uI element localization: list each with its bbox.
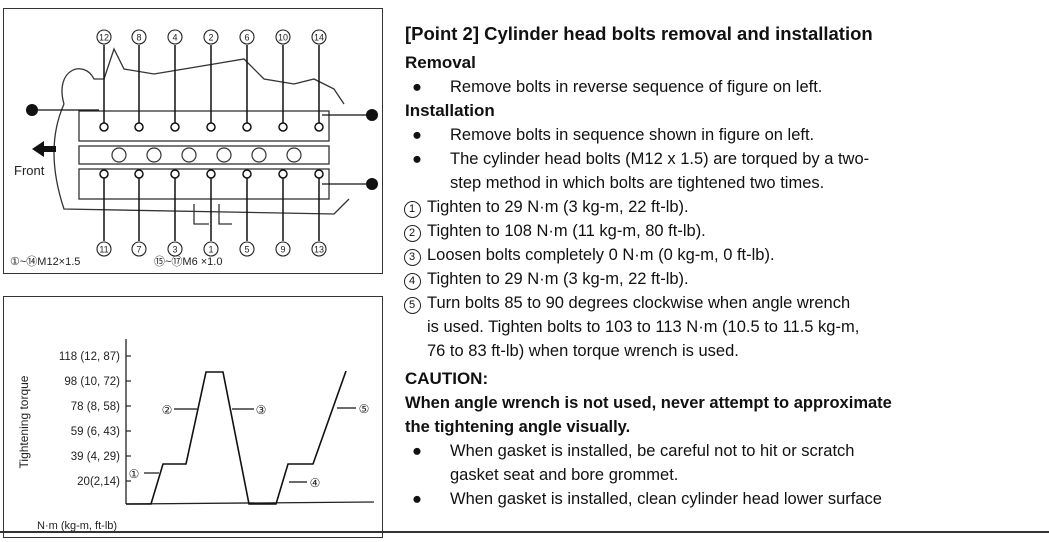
step-text: 76 to 83 ft-lb) when torque wrench is us… — [427, 342, 739, 360]
cylinder-head-diagram: 12 8 4 2 6 10 14 11 7 3 1 5 9 13 Front ①~⑭M12×1.5 ⑮~… — [10, 29, 378, 268]
bolt-number: 4 — [172, 33, 177, 43]
bullet-text: When gasket is installed, clean cylinder… — [450, 490, 882, 508]
y-tick-label: 39 (4, 29) — [71, 451, 120, 463]
bolt-marker — [170, 122, 180, 132]
step-item: 1 Tighten to 29 N·m (3 kg-m, 22 ft-lb). — [403, 195, 1045, 219]
removal-heading: Removal — [405, 53, 476, 72]
bolt-number: 2 — [208, 33, 213, 43]
bullet-text: The cylinder head bolts (M12 x 1.5) are … — [450, 150, 870, 168]
list-item: ● Remove bolts in reverse sequence of fig… — [405, 75, 1045, 99]
bullet-icon: ● — [412, 78, 422, 96]
page-title: [Point 2] Cylinder head bolts removal an… — [405, 23, 873, 44]
bolt-number: 9 — [280, 245, 285, 255]
step-label-1: ① — [129, 467, 140, 481]
legend-m12: ①~⑭M12×1.5 — [10, 255, 80, 268]
bolt-marker — [134, 169, 144, 179]
bolt-marker — [278, 169, 288, 179]
step-item: 2 Tighten to 108 N·m (11 kg-m, 80 ft-lb). — [403, 219, 1045, 243]
front-arrow-icon — [32, 141, 56, 157]
step-number: 2 — [403, 225, 421, 242]
bolt-number: 3 — [172, 245, 177, 255]
bolt-number: 10 — [278, 33, 288, 43]
bolt-marker — [242, 169, 252, 179]
step-number: 1 — [403, 201, 421, 218]
bolt-15-marker — [26, 104, 38, 116]
bullet-icon: ● — [412, 442, 422, 460]
list-item: ● When gasket is installed, clean cylinde… — [405, 487, 1045, 511]
legend-m6: ⑮~⑰M6 ×1.0 — [154, 255, 222, 268]
list-item: ● The cylinder head bolts (M12 x 1.5) are… — [405, 147, 1045, 171]
bolt-number: 11 — [99, 245, 108, 255]
y-tick-label: 59 (6, 43) — [71, 426, 120, 438]
step-label-4: ④ — [310, 476, 321, 490]
bullet-continuation: step method in which bolts are tightened… — [450, 174, 825, 192]
bolt-marker — [314, 169, 324, 179]
installation-heading: Installation — [405, 101, 495, 120]
caution-heading: CAUTION: — [405, 369, 489, 388]
bolt-marker — [206, 122, 216, 132]
bolt-number: 5 — [244, 245, 249, 255]
bolt-sequence-figure: 12 8 4 2 6 10 14 11 7 3 1 5 9 13 Front ①~⑭M12×1.5 ⑮~… — [3, 8, 383, 274]
bolt-number: 13 — [314, 245, 324, 255]
bullet-icon: ● — [412, 126, 422, 144]
instructions-column: [Point 2] Cylinder head bolts removal an… — [403, 22, 1045, 511]
bolt-marker — [99, 122, 109, 132]
step-item: 5 Turn bolts 85 to 90 degrees clockwise w… — [403, 291, 1045, 315]
step-label-5: ⑤ — [359, 402, 370, 416]
step-text: Tighten to 29 N·m (3 kg-m, 22 ft-lb). — [427, 270, 689, 288]
step-text: Tighten to 29 N·m (3 kg-m, 22 ft-lb). — [427, 198, 689, 216]
bolt-number: 7 — [136, 245, 141, 255]
x-axis — [125, 501, 375, 505]
bolt-marker — [134, 122, 144, 132]
y-tick-label: 98 (10, 72) — [64, 376, 120, 388]
bolt-17-marker — [366, 109, 378, 121]
step-5-continuation: is used. Tighten bolts to 103 to 113 N·m… — [405, 315, 1045, 339]
step-text: Loosen bolts completely 0 N·m (0 kg-m, 0… — [427, 246, 775, 264]
units-label: N·m (kg-m, ft-lb) — [37, 520, 117, 532]
bullet-icon: ● — [412, 490, 422, 508]
step-item: 4 Tighten to 29 N·m (3 kg-m, 22 ft-lb). — [403, 267, 1045, 291]
bolt-number: 12 — [99, 33, 109, 43]
step-text: is used. Tighten bolts to 103 to 113 N·m… — [427, 318, 860, 336]
bolt-number: 1 — [208, 245, 213, 255]
list-item: ● When gasket is installed, be careful no… — [405, 439, 1045, 463]
bolt-marker — [278, 122, 288, 132]
bolt-number: 14 — [314, 33, 324, 43]
bullet-icon: ● — [412, 150, 422, 168]
list-item: ● Remove bolts in sequence shown in figur… — [405, 123, 1045, 147]
torque-graph: 118 (12, 87) 98 (10, 72) 78 (8, 58) 59 (6, … — [17, 339, 375, 532]
step-item: 3 Loosen bolts completely 0 N·m (0 kg-m, … — [403, 243, 1045, 267]
step-number: 4 — [403, 273, 421, 290]
bolt-marker — [314, 122, 324, 132]
bolt-marker — [170, 169, 180, 179]
bolt-marker — [99, 169, 109, 179]
step-text: Tighten to 108 N·m (11 kg-m, 80 ft-lb). — [427, 222, 706, 240]
bullet-continuation: gasket seat and bore grommet. — [450, 466, 679, 484]
y-tick-label: 118 (12, 87) — [59, 351, 120, 363]
y-tick-label: 78 (8, 58) — [71, 401, 120, 413]
step-number: 5 — [403, 297, 421, 314]
bolt-number: 6 — [244, 33, 249, 43]
front-label: Front — [14, 163, 45, 178]
bolt-marker — [242, 122, 252, 132]
bolt-number: 8 — [136, 33, 141, 43]
bolt-16-marker — [366, 178, 378, 190]
bullet-text: Remove bolts in reverse sequence of figu… — [450, 78, 823, 96]
y-tick-label: 20(2,14) — [77, 476, 120, 488]
step-5-continuation: 76 to 83 ft-lb) when torque wrench is us… — [405, 339, 1045, 363]
caution-text: When angle wrench is not used, never att… — [405, 394, 892, 412]
bolt-marker — [206, 169, 216, 179]
page-bottom-rule — [0, 531, 1049, 533]
y-axis-title: Tightening torque — [17, 375, 31, 468]
step-text: Turn bolts 85 to 90 degrees clockwise wh… — [427, 294, 851, 312]
step-label-2: ② — [162, 403, 173, 417]
torque-curve — [126, 370, 347, 505]
step-number: 3 — [403, 249, 421, 266]
step-label-3: ③ — [256, 403, 267, 417]
caution-text: the tightening angle visually. — [405, 418, 631, 436]
bullet-text: When gasket is installed, be careful not… — [450, 442, 855, 460]
bullet-text: Remove bolts in sequence shown in figure… — [450, 126, 815, 144]
torque-sequence-chart: 118 (12, 87) 98 (10, 72) 78 (8, 58) 59 (6, … — [3, 296, 383, 538]
